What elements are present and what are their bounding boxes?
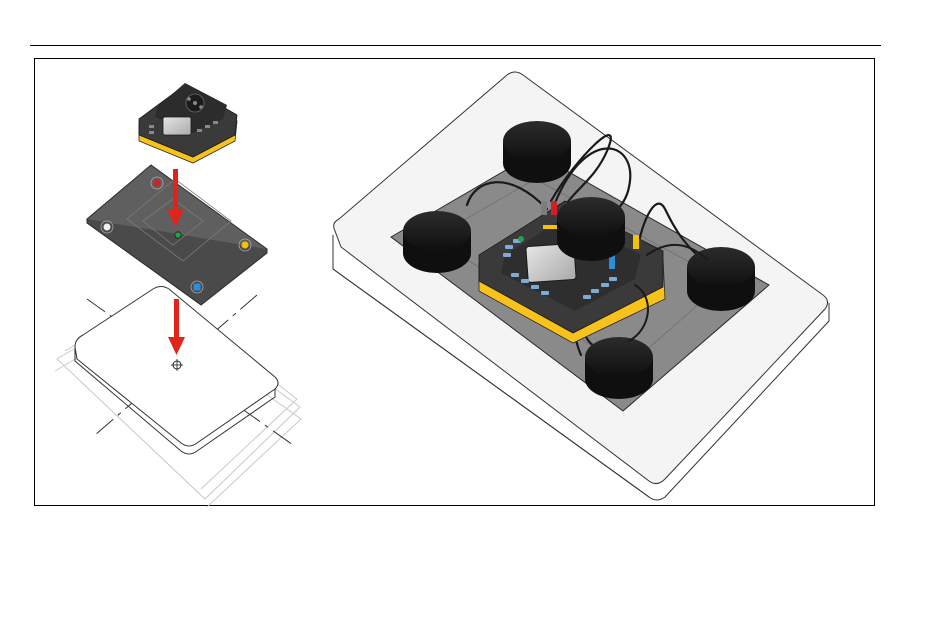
figure-frame — [34, 58, 875, 506]
probe-weight-top — [503, 121, 571, 183]
probe-weight-bottom — [585, 337, 653, 399]
setup-illustration — [35, 59, 876, 507]
header-rule — [30, 45, 881, 46]
probe-weight-center — [557, 197, 625, 261]
right-panel — [333, 72, 829, 500]
left-panel — [55, 83, 301, 507]
probe-weight-right — [687, 247, 755, 311]
tester-device-small — [139, 83, 237, 163]
plate-connector-green-icon — [175, 232, 181, 238]
probe-weight-left — [403, 211, 471, 273]
